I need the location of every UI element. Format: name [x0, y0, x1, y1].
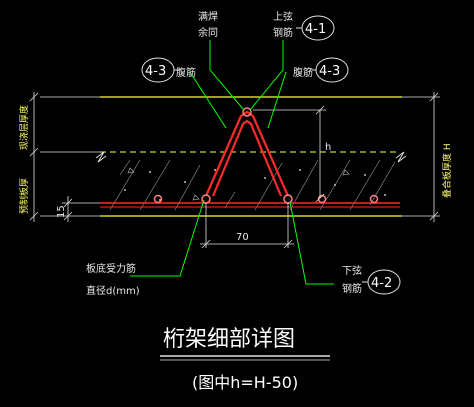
- left-dim-upper-label: 现浇层厚度: [18, 105, 30, 150]
- callout-4-3-right: 4-3: [315, 57, 349, 83]
- drawing-note: (图中h=H-50): [192, 373, 298, 392]
- right-dimension: [402, 92, 440, 222]
- bottom-chord-bar-right: [283, 194, 293, 204]
- callout-ticks: [174, 27, 368, 283]
- dim-h-label: h: [325, 142, 331, 153]
- dimension-70: [200, 203, 294, 249]
- top-chord-label-1: 上弦: [273, 10, 293, 23]
- top-chord-label-2: 钢筋: [273, 26, 293, 39]
- callout-4-2: 4-2: [367, 269, 401, 295]
- dim-70-label: 70: [236, 232, 249, 243]
- full-weld-label-2: 余同: [198, 26, 218, 39]
- break-mark-right: [395, 151, 407, 163]
- top-chord-bar: [242, 107, 252, 117]
- web-right-label: 腹筋: [293, 66, 313, 79]
- concrete-aggregate-dots: [124, 167, 386, 201]
- slab-rebar-label-2: 直径d(mm): [86, 284, 140, 297]
- dimension-h: [253, 105, 326, 203]
- svg-text:4-2: 4-2: [371, 276, 392, 291]
- bottom-chord-label-2: 钢筋: [342, 282, 362, 295]
- svg-text:4-1: 4-1: [305, 22, 326, 37]
- truss-web-bars: [204, 110, 290, 197]
- slab-bottom-bar-3: [369, 194, 379, 204]
- left-dimension: [29, 92, 100, 222]
- leader-lines: [130, 40, 334, 285]
- dim-15-label: 15: [56, 205, 67, 218]
- bottom-chord-label-1: 下弦: [342, 264, 362, 277]
- drawing-title: 桁架细部详图: [163, 327, 295, 352]
- break-mark-left: [95, 151, 107, 163]
- svg-text:4-3: 4-3: [145, 64, 166, 79]
- full-weld-label-1: 满焊: [198, 11, 218, 23]
- slab-bottom-bar-1: [153, 194, 163, 204]
- right-dim-label: 叠合板厚度 H: [441, 143, 453, 198]
- callout-4-3-left: 4-3: [141, 57, 175, 83]
- web-left-label: 腹筋: [176, 66, 196, 79]
- callout-4-1: 4-1: [301, 15, 335, 41]
- svg-text:4-3: 4-3: [319, 64, 340, 79]
- left-dim-lower-label: 预制板厚: [18, 178, 30, 214]
- slab-rebar-label-1: 板底受力筋: [86, 262, 136, 275]
